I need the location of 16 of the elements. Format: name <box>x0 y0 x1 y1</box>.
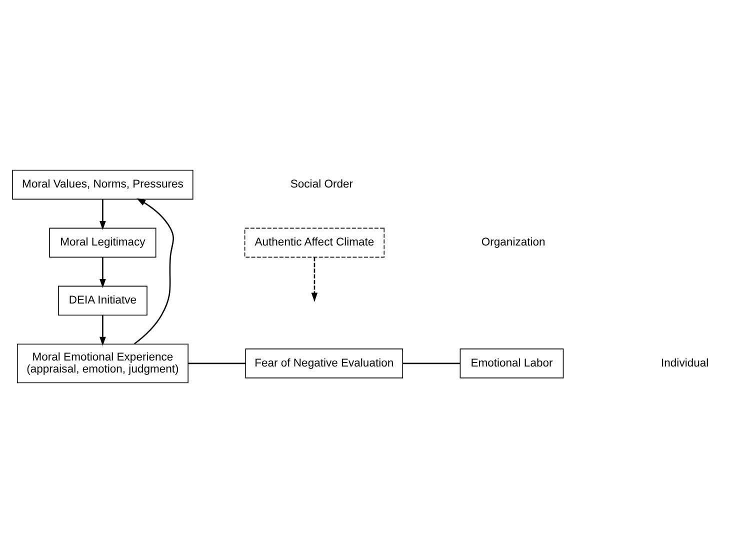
connector <box>402 362 460 364</box>
connector <box>188 362 246 364</box>
node-box: Fear of Negative Evaluation <box>245 348 404 378</box>
arrow <box>100 199 106 230</box>
node-box: Authentic Affect Climate <box>244 228 385 258</box>
label: Social Order <box>290 178 354 191</box>
arrow <box>100 257 106 288</box>
arrow <box>134 198 174 344</box>
node-box: DEIA Initiatve <box>58 286 148 316</box>
label: Organization <box>481 236 546 249</box>
node-box: Moral Values, Norms, Pressures <box>12 170 194 200</box>
label: Individual <box>661 357 709 370</box>
node-box: Emotional Labor <box>460 348 564 378</box>
node-box: Moral Legitimacy <box>49 228 156 258</box>
node-box: Moral Emotional Experience (appraisal, emotion, judgment) <box>16 344 188 384</box>
arrow <box>100 315 106 346</box>
